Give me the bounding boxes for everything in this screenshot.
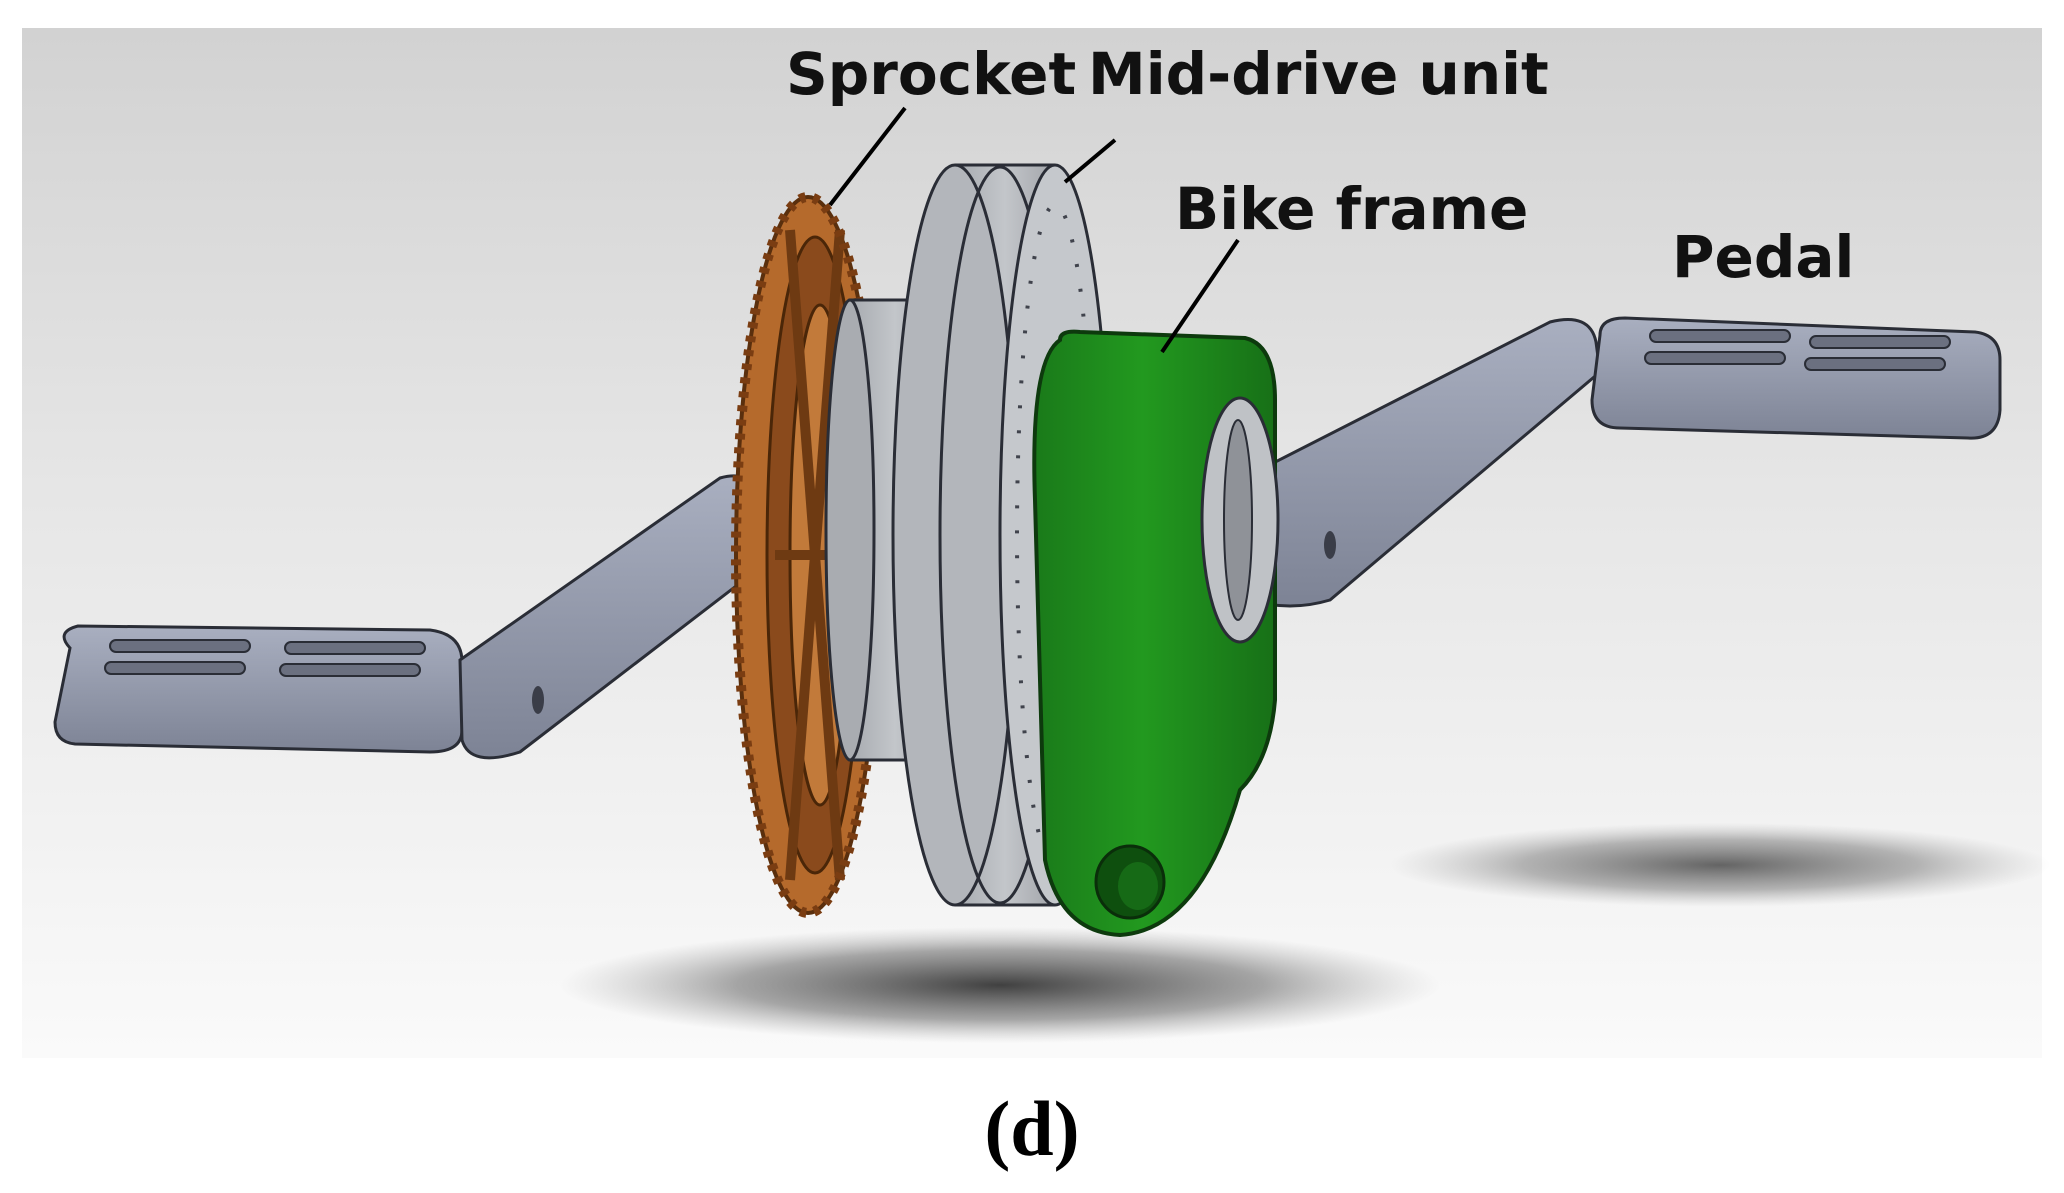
figure-caption: (d): [984, 1085, 1080, 1172]
left-pedal: [53, 624, 464, 754]
bike-frame-leader: [1160, 238, 1240, 354]
mid-drive-leader: [1063, 138, 1117, 184]
caption-area: [0, 1058, 2064, 1193]
shadow-right: [1390, 823, 2050, 907]
sprocket-leader: [828, 106, 907, 207]
label-sprocket: Sprocket: [786, 40, 1077, 108]
bike-frame: [1032, 329, 1280, 938]
leader-lines: [828, 106, 1240, 354]
label-mid-drive-unit: Mid-drive unit: [1088, 40, 1549, 108]
label-pedal: Pedal: [1672, 223, 1855, 291]
shadow-center: [560, 927, 1440, 1043]
mid-drive-unit: [891, 163, 1112, 907]
right-pedal: [1590, 316, 2002, 440]
label-bike-frame: Bike frame: [1175, 175, 1529, 243]
